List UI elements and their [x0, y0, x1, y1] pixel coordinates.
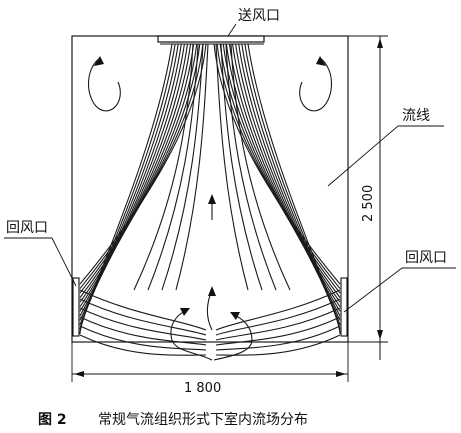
streamline-lower-left: [79, 307, 207, 341]
streamline-lower-right: [215, 325, 341, 351]
streamline-right: [225, 43, 341, 303]
height-dim-label: 2 500: [361, 185, 376, 222]
width-dim-label: 1 800: [184, 381, 221, 396]
vortex-top-left: [87, 57, 121, 112]
streamline-right: [235, 43, 341, 317]
streamline-center-left: [175, 43, 209, 291]
streamline-left: [79, 43, 188, 312]
streamlines: [79, 43, 341, 356]
vortex-bottom-right: [213, 313, 253, 361]
streamline-right: [238, 43, 341, 321]
streamline-center-left: [161, 43, 204, 291]
streamline-lower-right: [215, 289, 341, 331]
streamline-lower-left: [79, 316, 207, 346]
streamline-lower-right: [215, 298, 341, 336]
streamline-right: [247, 43, 341, 335]
streamline-center-right: [220, 43, 263, 291]
streamline-center-left: [133, 43, 194, 291]
vortex-bottom-left: [170, 309, 213, 361]
vortex-bottom-center-arrow: [208, 286, 216, 296]
streamline-label: 流线: [402, 108, 430, 124]
return-outlet-left: [72, 277, 80, 337]
width-arrow-right: [336, 371, 346, 377]
vortex-bottom-right-arrow: [230, 312, 240, 320]
height-arrow-bottom: [377, 330, 383, 340]
streamline-center-right: [215, 43, 249, 291]
supply-leader-line: [227, 23, 237, 37]
caption-number: 图 2: [38, 412, 67, 428]
vortices: [87, 56, 333, 361]
supply-outlet: [157, 35, 265, 43]
return-right-leader: [343, 267, 403, 313]
streamline-lower-left: [79, 289, 207, 331]
streamline-left: [79, 43, 185, 317]
supply-outlet-label: 送风口: [238, 8, 280, 24]
vortex-top-right: [299, 57, 333, 112]
return-left-label: 回风口: [6, 220, 48, 236]
streamline-lower-right: [215, 307, 341, 341]
streamline-right: [219, 43, 341, 294]
streamline-center-right: [225, 43, 277, 291]
vortex-top-left-arrow: [94, 56, 104, 66]
streamline-right: [228, 43, 341, 308]
streamline-center-left: [147, 43, 199, 291]
streamline-right: [216, 43, 341, 289]
streamline-right: [213, 43, 341, 285]
streamline-left: [79, 43, 195, 303]
return-left-leader: [51, 237, 77, 287]
streamline-lower-left: [79, 298, 207, 336]
height-arrow-top: [377, 38, 383, 48]
streamline-right: [222, 43, 341, 298]
streamline-lower-right: [215, 316, 341, 346]
streamline-lower-left: [79, 334, 207, 356]
return-outlet-right: [340, 277, 348, 337]
streamline-right: [232, 43, 341, 312]
streamline-left: [79, 43, 201, 294]
streamline-lower-left: [79, 325, 207, 351]
streamline-left: [79, 43, 192, 308]
streamline-lower-right: [215, 334, 341, 356]
streamline-leader: [327, 125, 399, 187]
vortex-center-arrowhead: [208, 194, 216, 204]
return-right-label: 回风口: [405, 250, 447, 266]
streamline-left: [79, 43, 173, 335]
width-arrow-left: [74, 371, 84, 377]
vortex-bottom-left-arrow: [180, 308, 190, 316]
streamline-center-right: [230, 43, 291, 291]
vortex-top-right-arrow: [316, 56, 326, 66]
streamline-left: [79, 43, 204, 289]
caption-text: 常规气流组织形式下室内流场分布: [98, 411, 308, 428]
